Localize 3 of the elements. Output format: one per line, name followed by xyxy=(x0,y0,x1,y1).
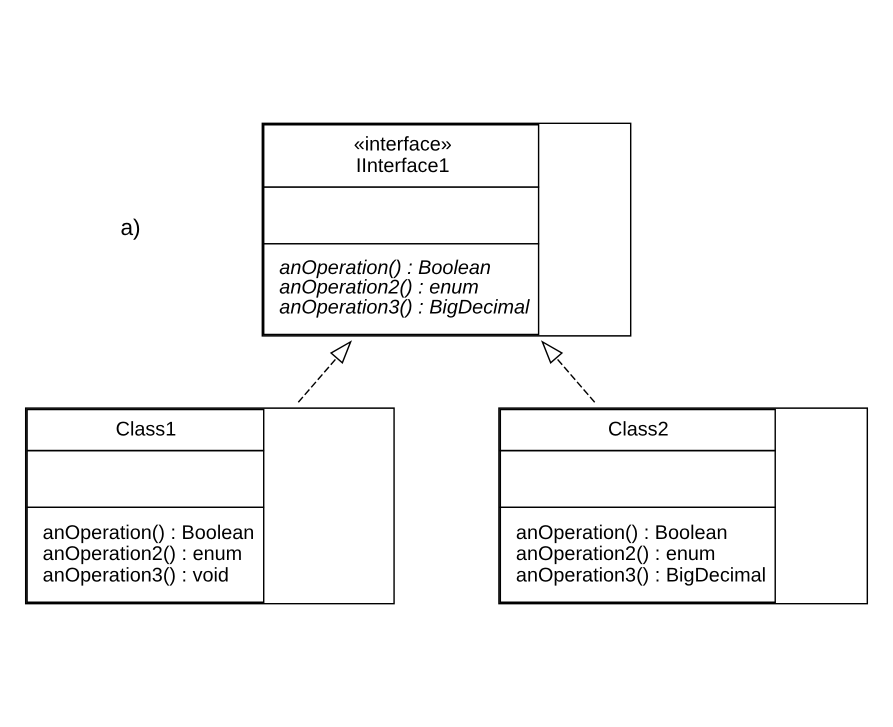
label: a) xyxy=(120,214,141,240)
arrow xyxy=(298,340,352,403)
arrow xyxy=(540,340,596,403)
